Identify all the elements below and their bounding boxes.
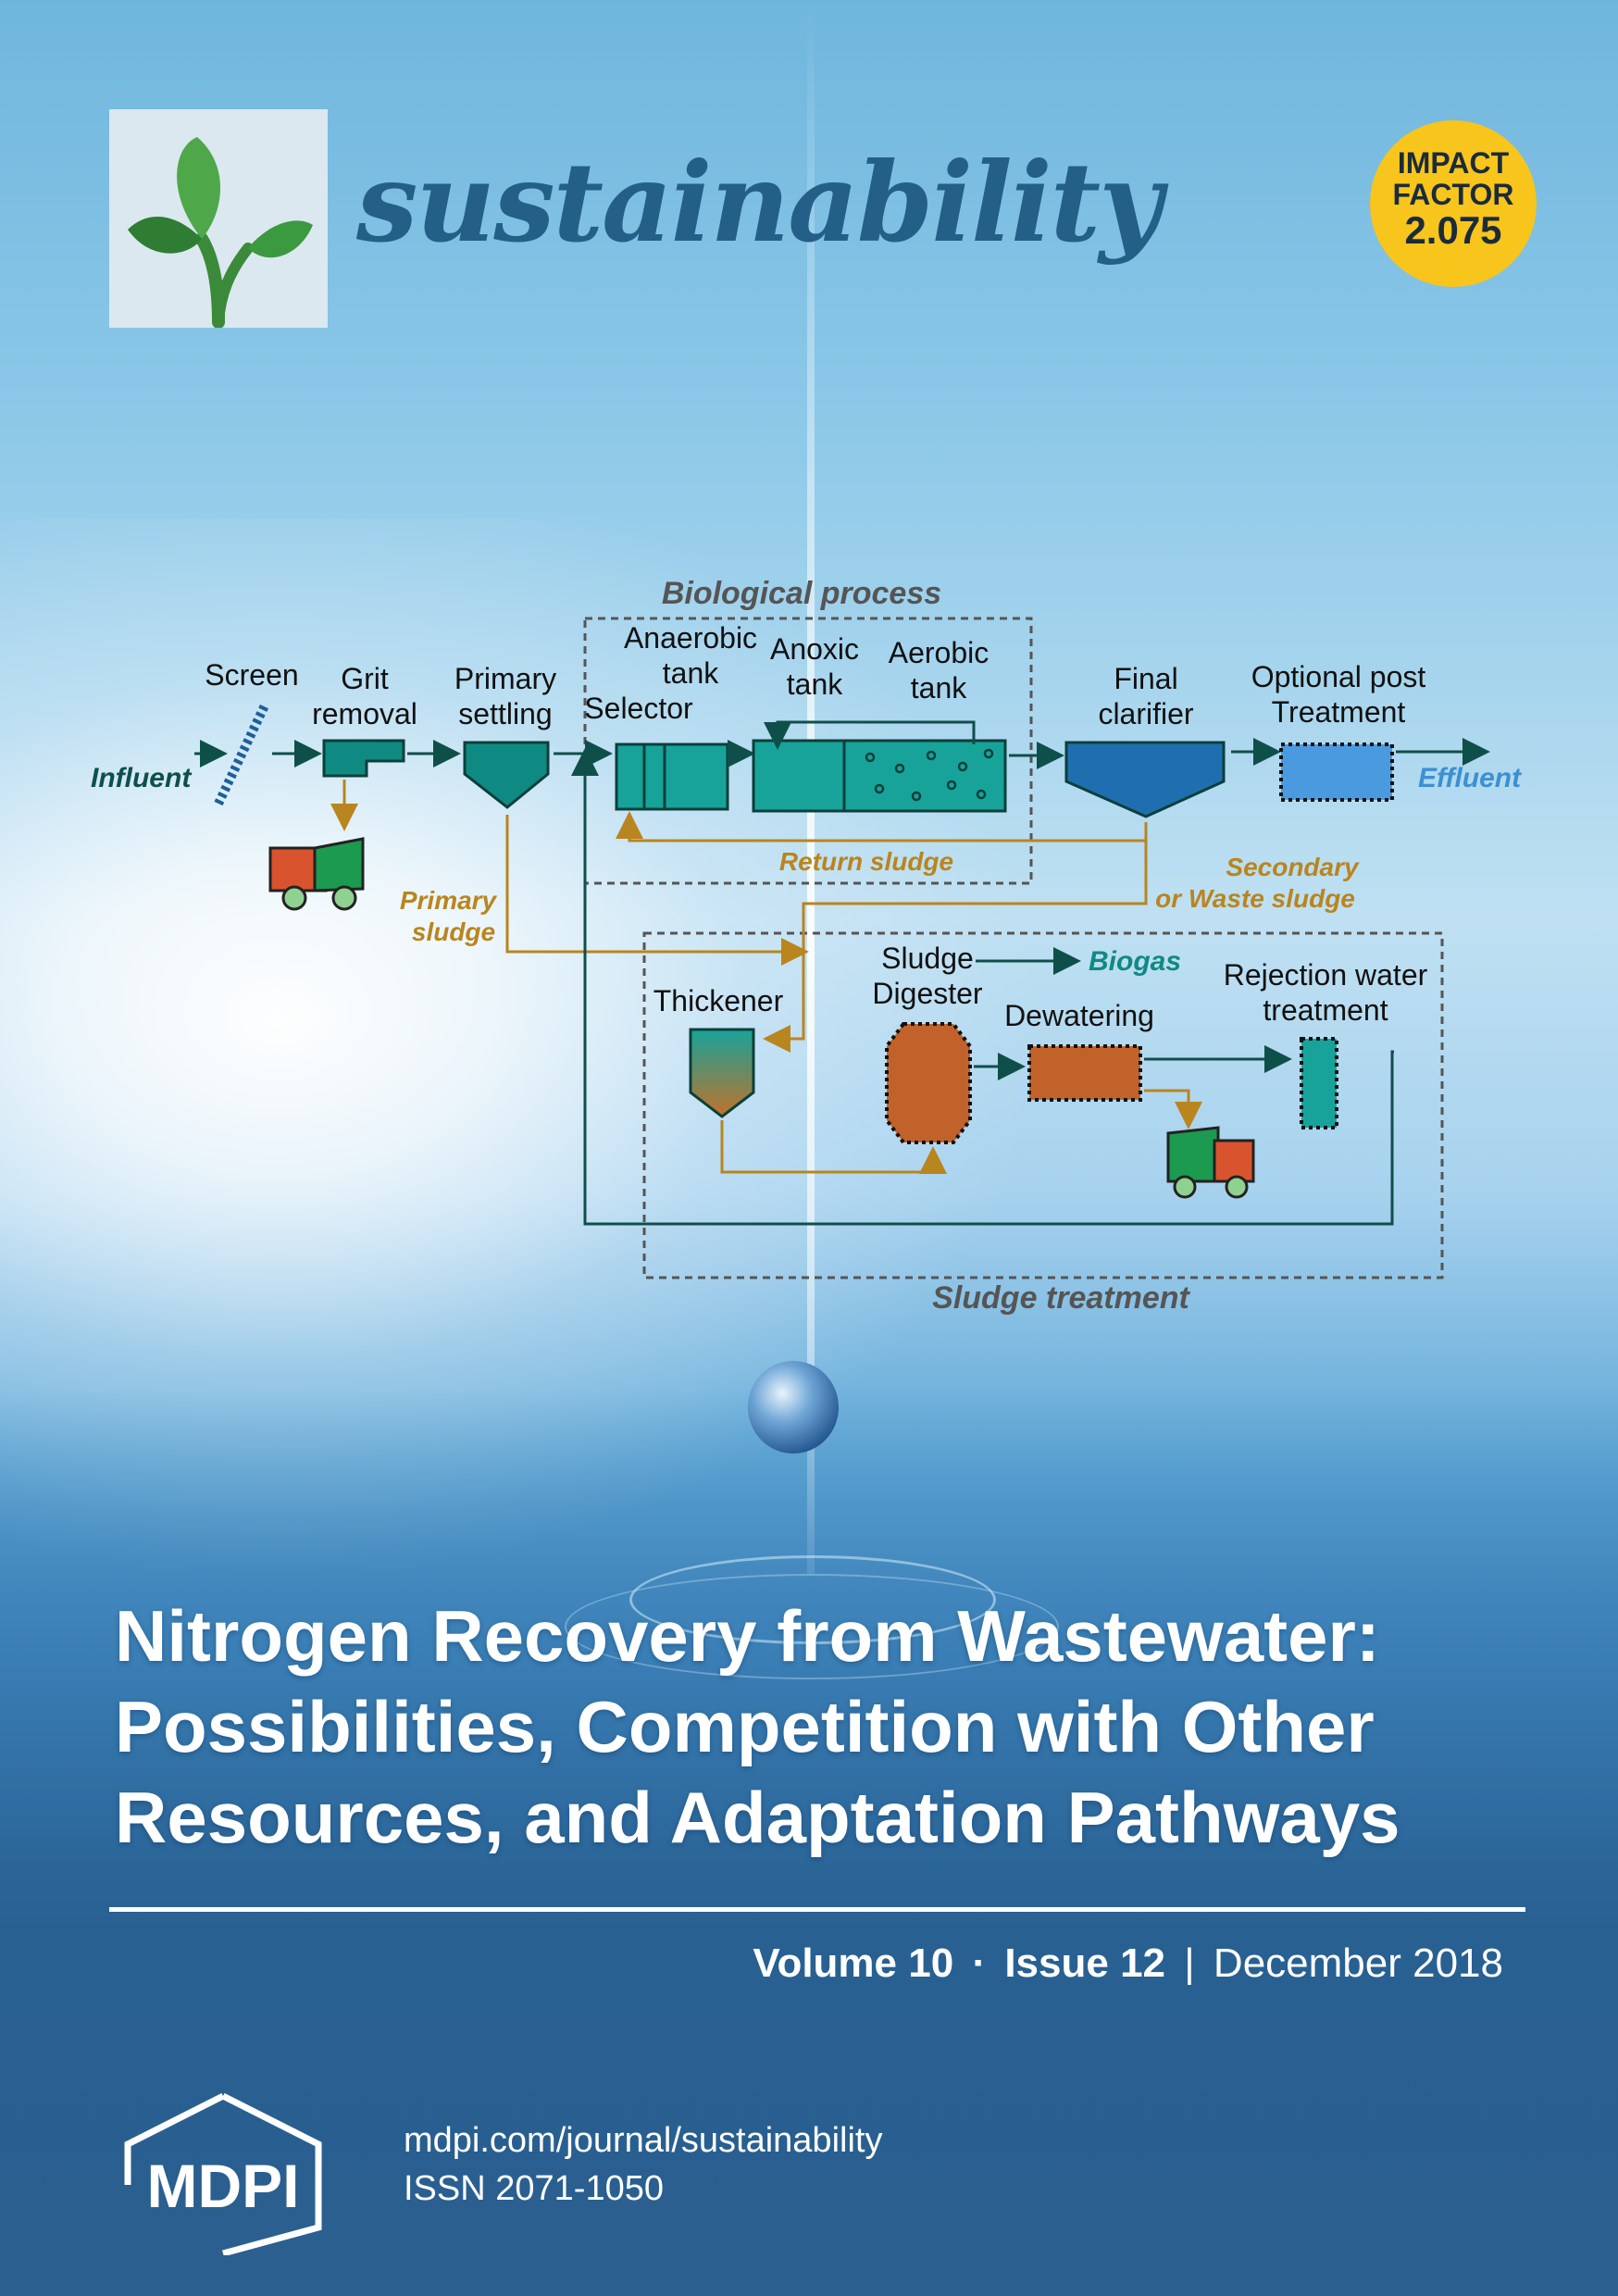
anaerobic-label-2: tank [663, 656, 719, 690]
water-ripple [629, 1555, 996, 1644]
anaerobic-label-1: Anaerobic [624, 621, 757, 655]
screen-label: Screen [205, 658, 298, 692]
rejection-label-2: treatment [1263, 993, 1388, 1027]
article-title: Nitrogen Recovery from Wastewater: Possi… [115, 1591, 1522, 1863]
final-clarifier-label-1: Final [1114, 662, 1177, 695]
selector-label: Selector [584, 692, 693, 725]
issn-label: ISSN 2071-1050 [404, 2169, 664, 2208]
volume-label: Volume 10 [753, 1940, 954, 1986]
thickener-tank [689, 1028, 755, 1118]
sludge-treatment-label: Sludge treatment [932, 1280, 1190, 1316]
journal-title: sustainability [356, 138, 1163, 267]
sprout-icon [128, 137, 313, 329]
anoxic-label-1: Anoxic [770, 632, 859, 666]
rejection-water-unit [1300, 1037, 1338, 1129]
primary-sludge-label-2: sludge [412, 917, 495, 946]
digester-label-2: Digester [872, 977, 983, 1010]
optional-post-label-2: Treatment [1272, 695, 1406, 729]
aerobic-label-2: tank [911, 671, 967, 705]
influent-label: Influent [91, 763, 193, 793]
final-clarifier-label-2: clarifier [1098, 697, 1193, 730]
impact-factor-badge: IMPACT FACTOR 2.075 [1370, 120, 1537, 287]
issue-separator-bar: | [1184, 1940, 1195, 1986]
primary-settling-label-2: settling [458, 697, 552, 730]
hexagon-icon: MDPI [124, 2092, 322, 2257]
primary-sludge-label-1: Primary [400, 886, 498, 915]
optional-post-label-1: Optional post [1251, 660, 1426, 693]
mdpi-wordmark: MDPI [147, 2152, 300, 2220]
divider-rule [109, 1907, 1525, 1912]
aerobic-label-1: Aerobic [889, 636, 989, 669]
primary-settling-tank [463, 741, 550, 809]
primary-settling-label-1: Primary [454, 662, 556, 695]
issue-number: Issue 12 [1004, 1940, 1166, 1986]
impact-label-line2: FACTOR [1392, 178, 1514, 211]
title-line-1: Nitrogen Recovery from Wastewater: [115, 1595, 1380, 1677]
digester-tank [885, 1022, 972, 1144]
grit-label-2: removal [312, 697, 417, 730]
grit-label-1: Grit [341, 662, 389, 695]
issue-date: December 2018 [1213, 1940, 1503, 1986]
water-surface [0, 1389, 1618, 2296]
screen-icon [214, 703, 269, 806]
truck-icon-2 [1166, 1126, 1255, 1199]
journal-logo [109, 109, 328, 329]
selector-tank [615, 742, 729, 811]
journal-footer: mdpi.com/journal/sustainability ISSN 207… [404, 2116, 882, 2213]
wastewater-process-diagram: Biological process Sludge treatment Infl… [91, 576, 1523, 1316]
title-line-3: Resources, and Adaptation Pathways [115, 1777, 1400, 1858]
effluent-label: Effluent [1418, 763, 1523, 793]
sludge-treatment-box [642, 931, 1444, 1279]
issue-separator-dot: · [972, 1940, 987, 1986]
truck-icon [268, 837, 365, 911]
mdpi-logo: MDPI [107, 2089, 339, 2257]
secondary-sludge-label-2: or Waste sludge [1155, 884, 1355, 913]
dewatering-label: Dewatering [1004, 999, 1154, 1032]
thickener-label: Thickener [653, 984, 784, 1017]
biogas-label: Biogas [1089, 946, 1181, 977]
water-drop [748, 1361, 839, 1454]
return-sludge-label: Return sludge [779, 847, 953, 876]
issue-info: Volume 10 · Issue 12 | December 2018 [753, 1940, 1503, 1987]
anoxic-aerobic-tank [752, 739, 1007, 813]
journal-url-link[interactable]: mdpi.com/journal/sustainability [404, 2121, 883, 2160]
impact-factor-value: 2.075 [1404, 208, 1502, 252]
final-clarifier-tank [1064, 741, 1226, 818]
digester-label-1: Sludge [881, 942, 974, 975]
rejection-label-1: Rejection water [1224, 958, 1428, 992]
grit-removal-icon [322, 739, 405, 778]
anoxic-label-2: tank [787, 668, 843, 701]
secondary-sludge-label-1: Secondary [1226, 853, 1360, 881]
impact-label-line1: IMPACT [1397, 146, 1510, 180]
biological-process-label: Biological process [662, 576, 941, 611]
post-treatment-unit [1279, 742, 1394, 802]
title-line-2: Possibilities, Competition with Other [115, 1686, 1375, 1767]
dewatering-unit [1027, 1044, 1142, 1102]
